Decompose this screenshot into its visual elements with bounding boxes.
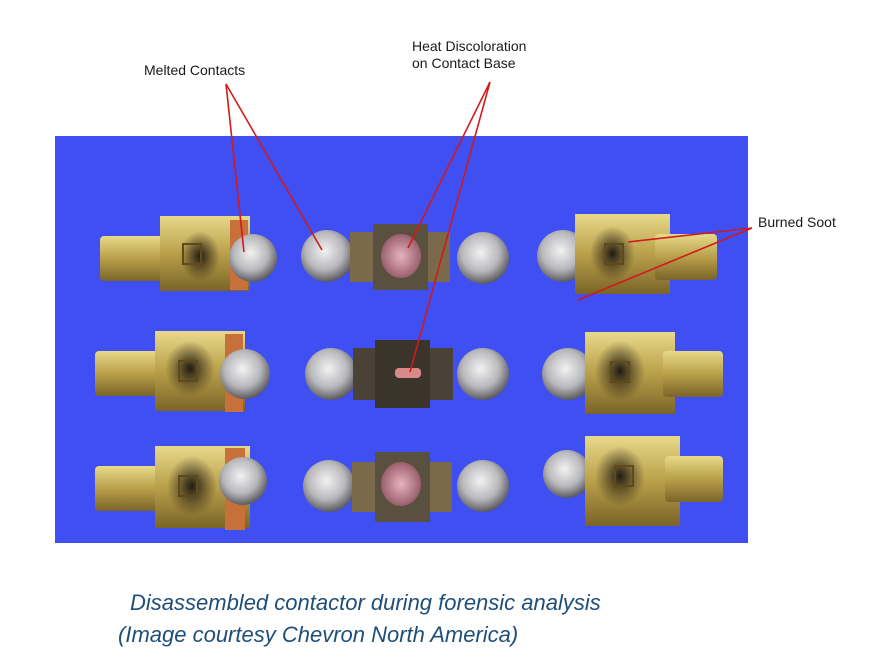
heat-discoloration-label: Heat Discoloration on Contact Base [412,38,526,72]
melted-contacts-label: Melted Contacts [144,62,246,78]
contact-row-top [100,214,717,294]
heat-discoloration-line2: on Contact Base [412,55,516,71]
contactor-photo [55,136,748,543]
caption-line-1: Disassembled contactor during forensic a… [130,590,601,615]
contact-row-bottom [95,436,723,530]
burned-soot-label: Burned Soot [758,214,836,230]
caption-line-2: (Image courtesy Chevron North America) [118,622,519,647]
heat-discoloration-line1: Heat Discoloration [412,38,527,54]
contact-row-middle [95,331,723,414]
